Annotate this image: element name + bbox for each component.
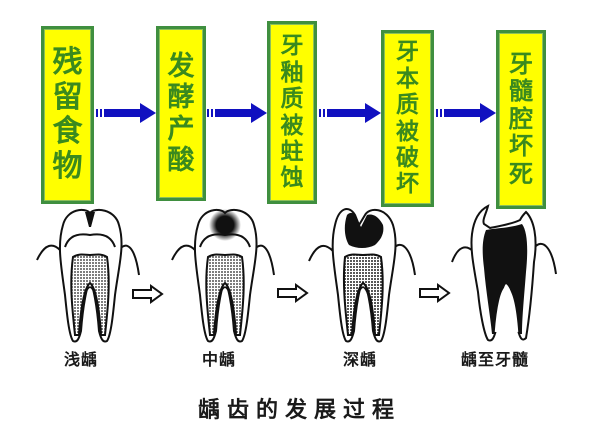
stage-box-fermentation-acid: 发 酵 产 酸 (156, 26, 206, 201)
stage-char: 坏 (509, 132, 533, 161)
tooth-deep-caries (308, 208, 416, 343)
hollow-right-arrow-icon (277, 283, 309, 303)
stage-char: 破 (396, 144, 419, 171)
tooth-label-medium: 中龋 (202, 350, 237, 369)
tooth-label-pulp: 龋至牙髓 (461, 350, 530, 369)
stage-char: 本 (396, 65, 419, 92)
stage-box-enamel-decay: 牙 釉 质 被 蛀 蚀 (267, 21, 317, 204)
diagram-caption: 龋齿的发展过程 (198, 397, 402, 423)
stage-char: 被 (280, 112, 304, 139)
stage-char: 质 (396, 92, 419, 119)
stage-char: 髓 (509, 77, 533, 106)
tooth-caries-to-pulp (451, 204, 557, 342)
stage-char: 留 (52, 79, 83, 115)
hollow-right-arrow-icon (132, 284, 164, 304)
stage-char: 残 (52, 45, 83, 80)
tooth-label-shallow: 浅龋 (64, 350, 99, 369)
tooth-label-deep: 深龋 (343, 350, 378, 369)
stage-char: 坏 (396, 171, 419, 198)
stage-char: 蛀 (280, 138, 304, 165)
tooth-shallow-caries (36, 208, 140, 343)
stage-char: 物 (52, 148, 83, 184)
stage-char: 产 (167, 113, 195, 145)
stage-char: 牙 (396, 39, 419, 66)
stage-char: 食 (52, 114, 83, 149)
stage-char: 酸 (167, 144, 195, 176)
stage-char: 釉 (280, 59, 304, 86)
stage-box-dentin-destroyed: 牙 本 质 被 破 坏 (381, 30, 434, 207)
stage-char: 发 (167, 51, 195, 83)
stage-box-residual-food: 残 留 食 物 (41, 26, 94, 204)
stage-char: 蚀 (280, 165, 304, 192)
stage-char: 酵 (167, 82, 195, 114)
stage-char: 牙 (509, 49, 533, 78)
tooth-medium-caries (171, 208, 275, 343)
blue-right-arrow-icon (319, 103, 381, 123)
stage-char: 牙 (280, 33, 304, 60)
hollow-right-arrow-icon (419, 283, 451, 303)
stage-char: 死 (509, 159, 533, 188)
stage-char: 腔 (509, 104, 533, 133)
blue-right-arrow-icon (436, 103, 496, 123)
blue-right-arrow-icon (96, 103, 156, 123)
stage-char: 被 (396, 118, 419, 145)
stage-box-pulp-necrosis: 牙 髓 腔 坏 死 (496, 30, 546, 209)
blue-right-arrow-icon (207, 103, 267, 123)
stage-char: 质 (280, 86, 304, 113)
